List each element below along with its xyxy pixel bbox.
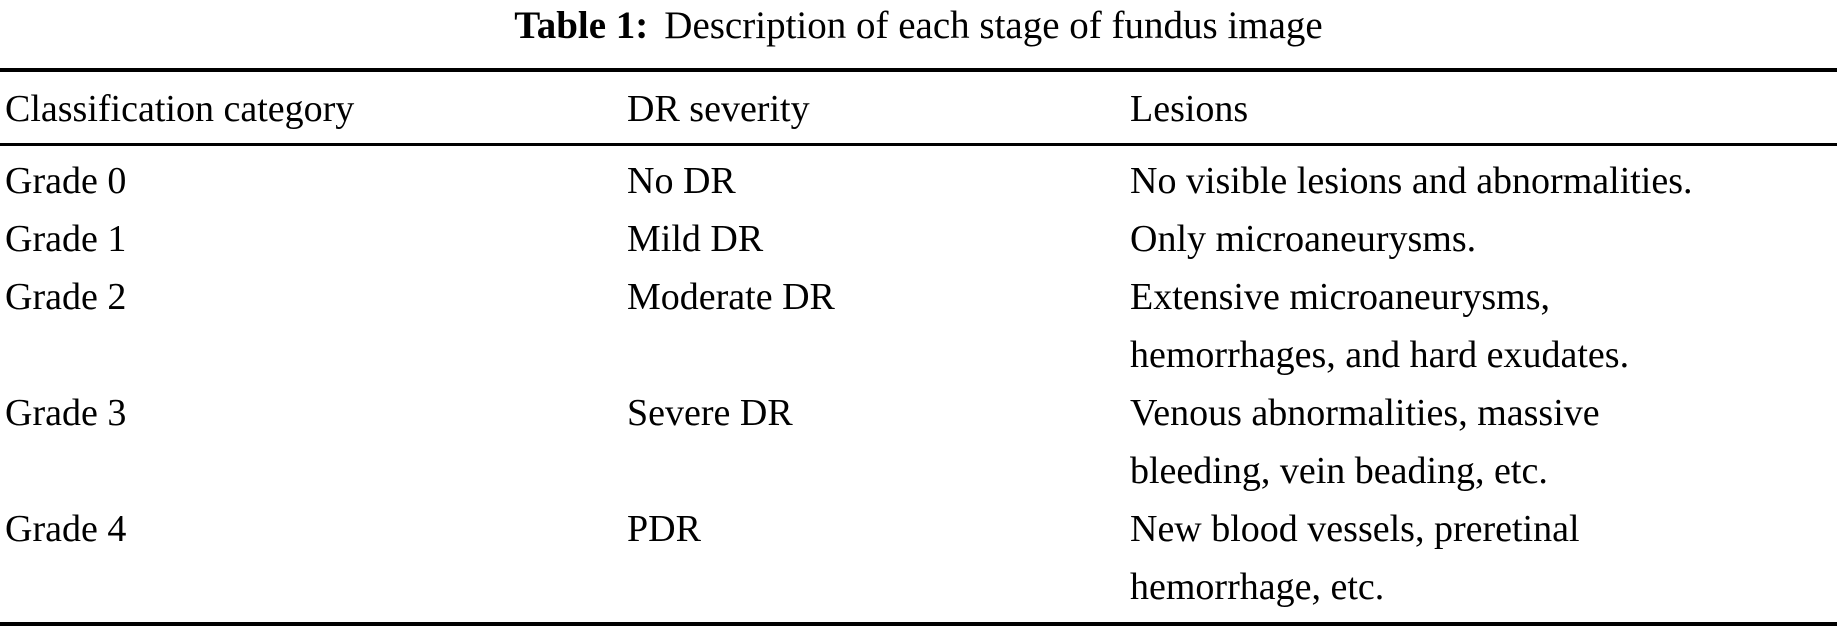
cell-lesions: Venous abnormalities, massive bleeding, … [1130, 384, 1837, 500]
table-caption: Table 1: Description of each stage of fu… [0, 0, 1837, 68]
lesion-line: Extensive microaneurysms, [1130, 276, 1551, 318]
table-row: Grade 1 Mild DR Only microaneurysms. [0, 210, 1837, 268]
table-row: Grade 2 Moderate DR Extensive microaneur… [0, 268, 1837, 384]
table-header-row: Classification category DR severity Lesi… [0, 72, 1837, 146]
cell-lesions: Only microaneurysms. [1130, 210, 1837, 268]
cell-severity: PDR [627, 508, 701, 550]
table-caption-label: Table 1: [514, 4, 649, 47]
col-header-severity: DR severity [627, 88, 810, 130]
table-row: Grade 0 No DR No visible lesions and abn… [0, 152, 1837, 210]
table-row: Grade 3 Severe DR Venous abnormalities, … [0, 384, 1837, 500]
col-header-category: Classification category [5, 88, 355, 130]
cell-severity: Mild DR [627, 218, 764, 260]
cell-category: Grade 1 [5, 218, 127, 260]
lesion-line: Only microaneurysms. [1130, 218, 1477, 260]
cell-lesions: Extensive microaneurysms, hemorrhages, a… [1130, 268, 1837, 384]
table-caption-text: Description of each stage of fundus imag… [664, 4, 1323, 47]
lesion-line: New blood vessels, preretinal [1130, 508, 1580, 550]
cell-category: Grade 2 [5, 276, 127, 318]
lesion-line: Venous abnormalities, massive [1130, 392, 1600, 434]
cell-category: Grade 4 [5, 508, 127, 550]
lesion-line: bleeding, vein beading, etc. [1130, 450, 1548, 492]
table: Classification category DR severity Lesi… [0, 68, 1837, 626]
cell-severity: Moderate DR [627, 276, 835, 318]
table-row: Grade 4 PDR New blood vessels, preretina… [0, 500, 1837, 616]
cell-lesions: No visible lesions and abnormalities. [1130, 152, 1837, 210]
cell-lesions: New blood vessels, preretinal hemorrhage… [1130, 500, 1837, 616]
table-body: Grade 0 No DR No visible lesions and abn… [0, 146, 1837, 622]
cell-severity: No DR [627, 160, 736, 202]
cell-category: Grade 0 [5, 160, 127, 202]
cell-severity: Severe DR [627, 392, 793, 434]
lesion-line: No visible lesions and abnormalities. [1130, 160, 1693, 202]
cell-category: Grade 3 [5, 392, 127, 434]
col-header-lesions: Lesions [1130, 88, 1249, 130]
lesion-line: hemorrhage, etc. [1130, 566, 1385, 608]
lesion-line: hemorrhages, and hard exudates. [1130, 334, 1630, 376]
